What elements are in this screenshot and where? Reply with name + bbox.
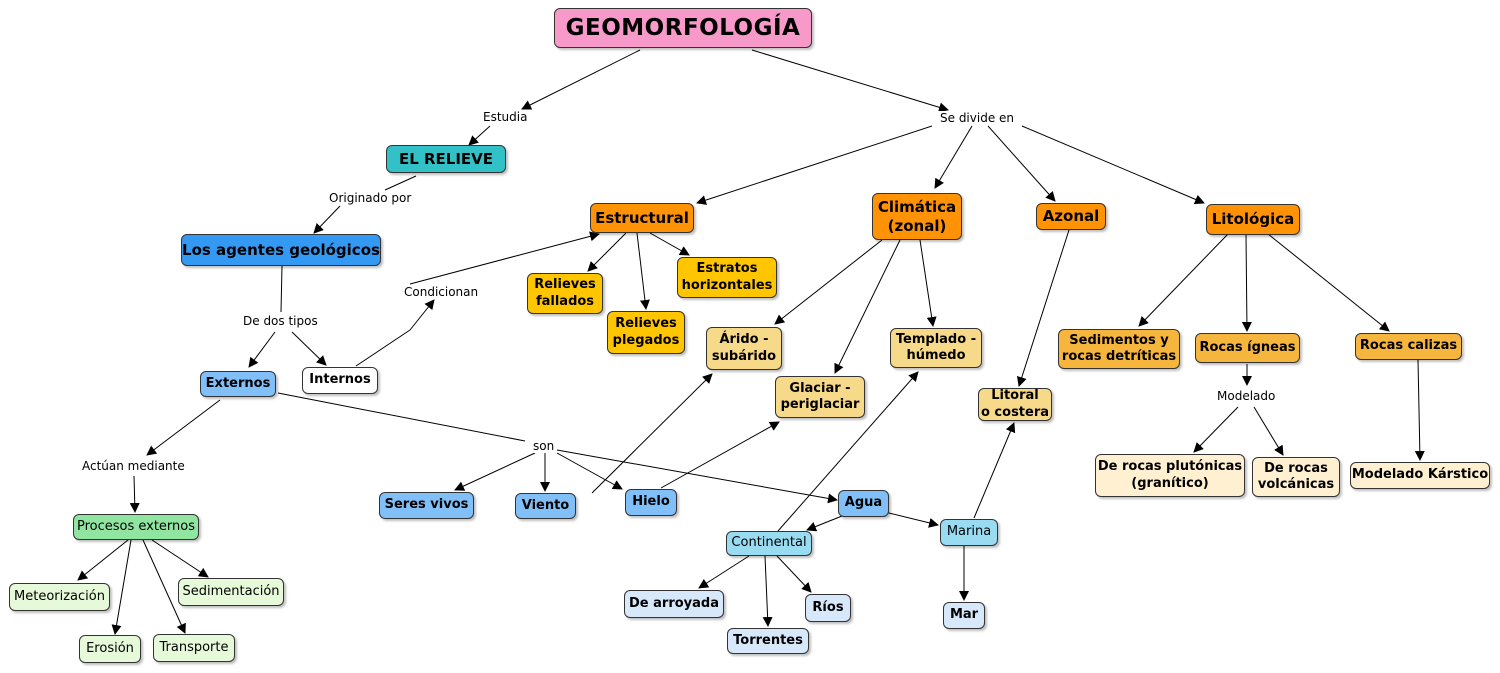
edge [591,373,713,494]
edge [1267,233,1390,332]
edge [468,125,491,146]
edge [987,125,1056,202]
edge [355,329,411,367]
node-hielo[interactable]: Hielo [625,489,677,516]
node-el-relieve[interactable]: EL RELIEVE [386,145,506,173]
node-torrentes[interactable]: Torrentes [727,628,809,654]
edge [409,231,600,285]
edge [919,239,937,327]
edge [973,422,1016,519]
edge [248,331,276,368]
node-templado-humedo[interactable]: Templado - húmedo [890,328,982,368]
label-originado-por: Originado por [327,191,414,205]
edge [806,513,848,532]
node-externos[interactable]: Externos [200,371,276,397]
edge [454,452,536,491]
node-relieves-fallados[interactable]: Relieves fallados [527,273,603,314]
node-glaciar-periglaciar[interactable]: Glaciar - periglaciar [775,376,865,418]
edge [111,539,132,635]
edge [129,475,140,513]
edge [696,125,933,205]
node-rocas-plutonicas[interactable]: De rocas plutónicas (granítico) [1095,454,1245,497]
node-rocas-volcanicas[interactable]: De rocas volcánicas [1252,457,1340,497]
edge [1021,125,1205,205]
label-son: son [531,439,557,453]
label-actuan-mediante: Actúan mediante [80,459,187,473]
edge [649,232,690,256]
edge [1193,406,1239,453]
node-litologica[interactable]: Litológica [1206,204,1300,235]
edge [146,399,221,456]
edge [142,539,186,634]
edge [834,239,901,374]
node-rocas-igneas[interactable]: Rocas ígneas [1195,333,1300,363]
node-transporte[interactable]: Transporte [153,634,235,662]
edge [1138,233,1229,327]
node-procesos-externos[interactable]: Procesos externos [73,514,199,540]
label-condicionan: Condicionan [402,285,481,299]
edge [776,555,812,593]
node-agentes-geologicos[interactable]: Los agentes geológicos [181,234,381,266]
edge [409,299,435,331]
node-meteorizacion[interactable]: Meteorización [9,583,110,611]
node-rios[interactable]: Ríos [805,594,851,622]
label-de-dos-tipos: De dos tipos [241,314,320,328]
edge [1241,233,1252,332]
node-sedimentos-rocas-detriticas[interactable]: Sedimentos y rocas detríticas [1058,329,1180,369]
edge [384,175,417,191]
node-estructural[interactable]: Estructural [590,203,694,233]
edge [751,49,949,113]
edge [151,539,209,578]
edge [280,265,283,313]
edge [777,371,919,532]
node-erosion[interactable]: Erosión [79,635,141,663]
node-litoral-costera[interactable]: Litoral o costera [978,388,1052,421]
edge [277,392,526,442]
edge [762,555,773,627]
node-internos[interactable]: Internos [302,367,378,394]
edge [934,125,973,189]
label-modelado: Modelado [1215,389,1278,403]
edge [556,449,838,504]
node-geomorfologia[interactable]: GEOMORFOLOGÍA [554,8,812,48]
node-relieves-plegados[interactable]: Relieves plegados [607,311,685,354]
node-estratos-horizontales[interactable]: Estratos horizontales [677,257,777,298]
node-modelado-karstico[interactable]: Modelado Kárstico [1350,462,1490,489]
edge [77,539,129,581]
node-rocas-calizas[interactable]: Rocas calizas [1355,333,1462,360]
edge [660,421,780,489]
edge [1253,406,1284,456]
edge [291,331,327,366]
edge [556,452,623,490]
edge [774,239,883,325]
node-viento[interactable]: Viento [515,493,576,519]
label-estudia: Estudia [481,110,530,124]
node-agua[interactable]: Agua [838,490,889,517]
edge [1414,359,1425,461]
edge [521,49,641,110]
edge [587,232,627,272]
node-arido-subarido[interactable]: Árido - subárido [706,327,782,370]
node-mar[interactable]: Mar [943,602,985,629]
edge [1016,229,1070,387]
node-continental[interactable]: Continental [726,531,812,556]
edge [636,232,650,310]
node-azonal[interactable]: Azonal [1036,203,1106,230]
node-climatica[interactable]: Climática (zonal) [872,193,962,240]
label-se-divide-en: Se divide en [938,111,1017,125]
edge [884,511,939,528]
edge [698,555,750,589]
edge [313,205,341,234]
node-marina[interactable]: Marina [940,519,998,546]
node-seres-vivos[interactable]: Seres vivos [379,492,474,519]
node-de-arroyada[interactable]: De arroyada [624,590,724,618]
node-sedimentacion[interactable]: Sedimentación [178,578,284,606]
